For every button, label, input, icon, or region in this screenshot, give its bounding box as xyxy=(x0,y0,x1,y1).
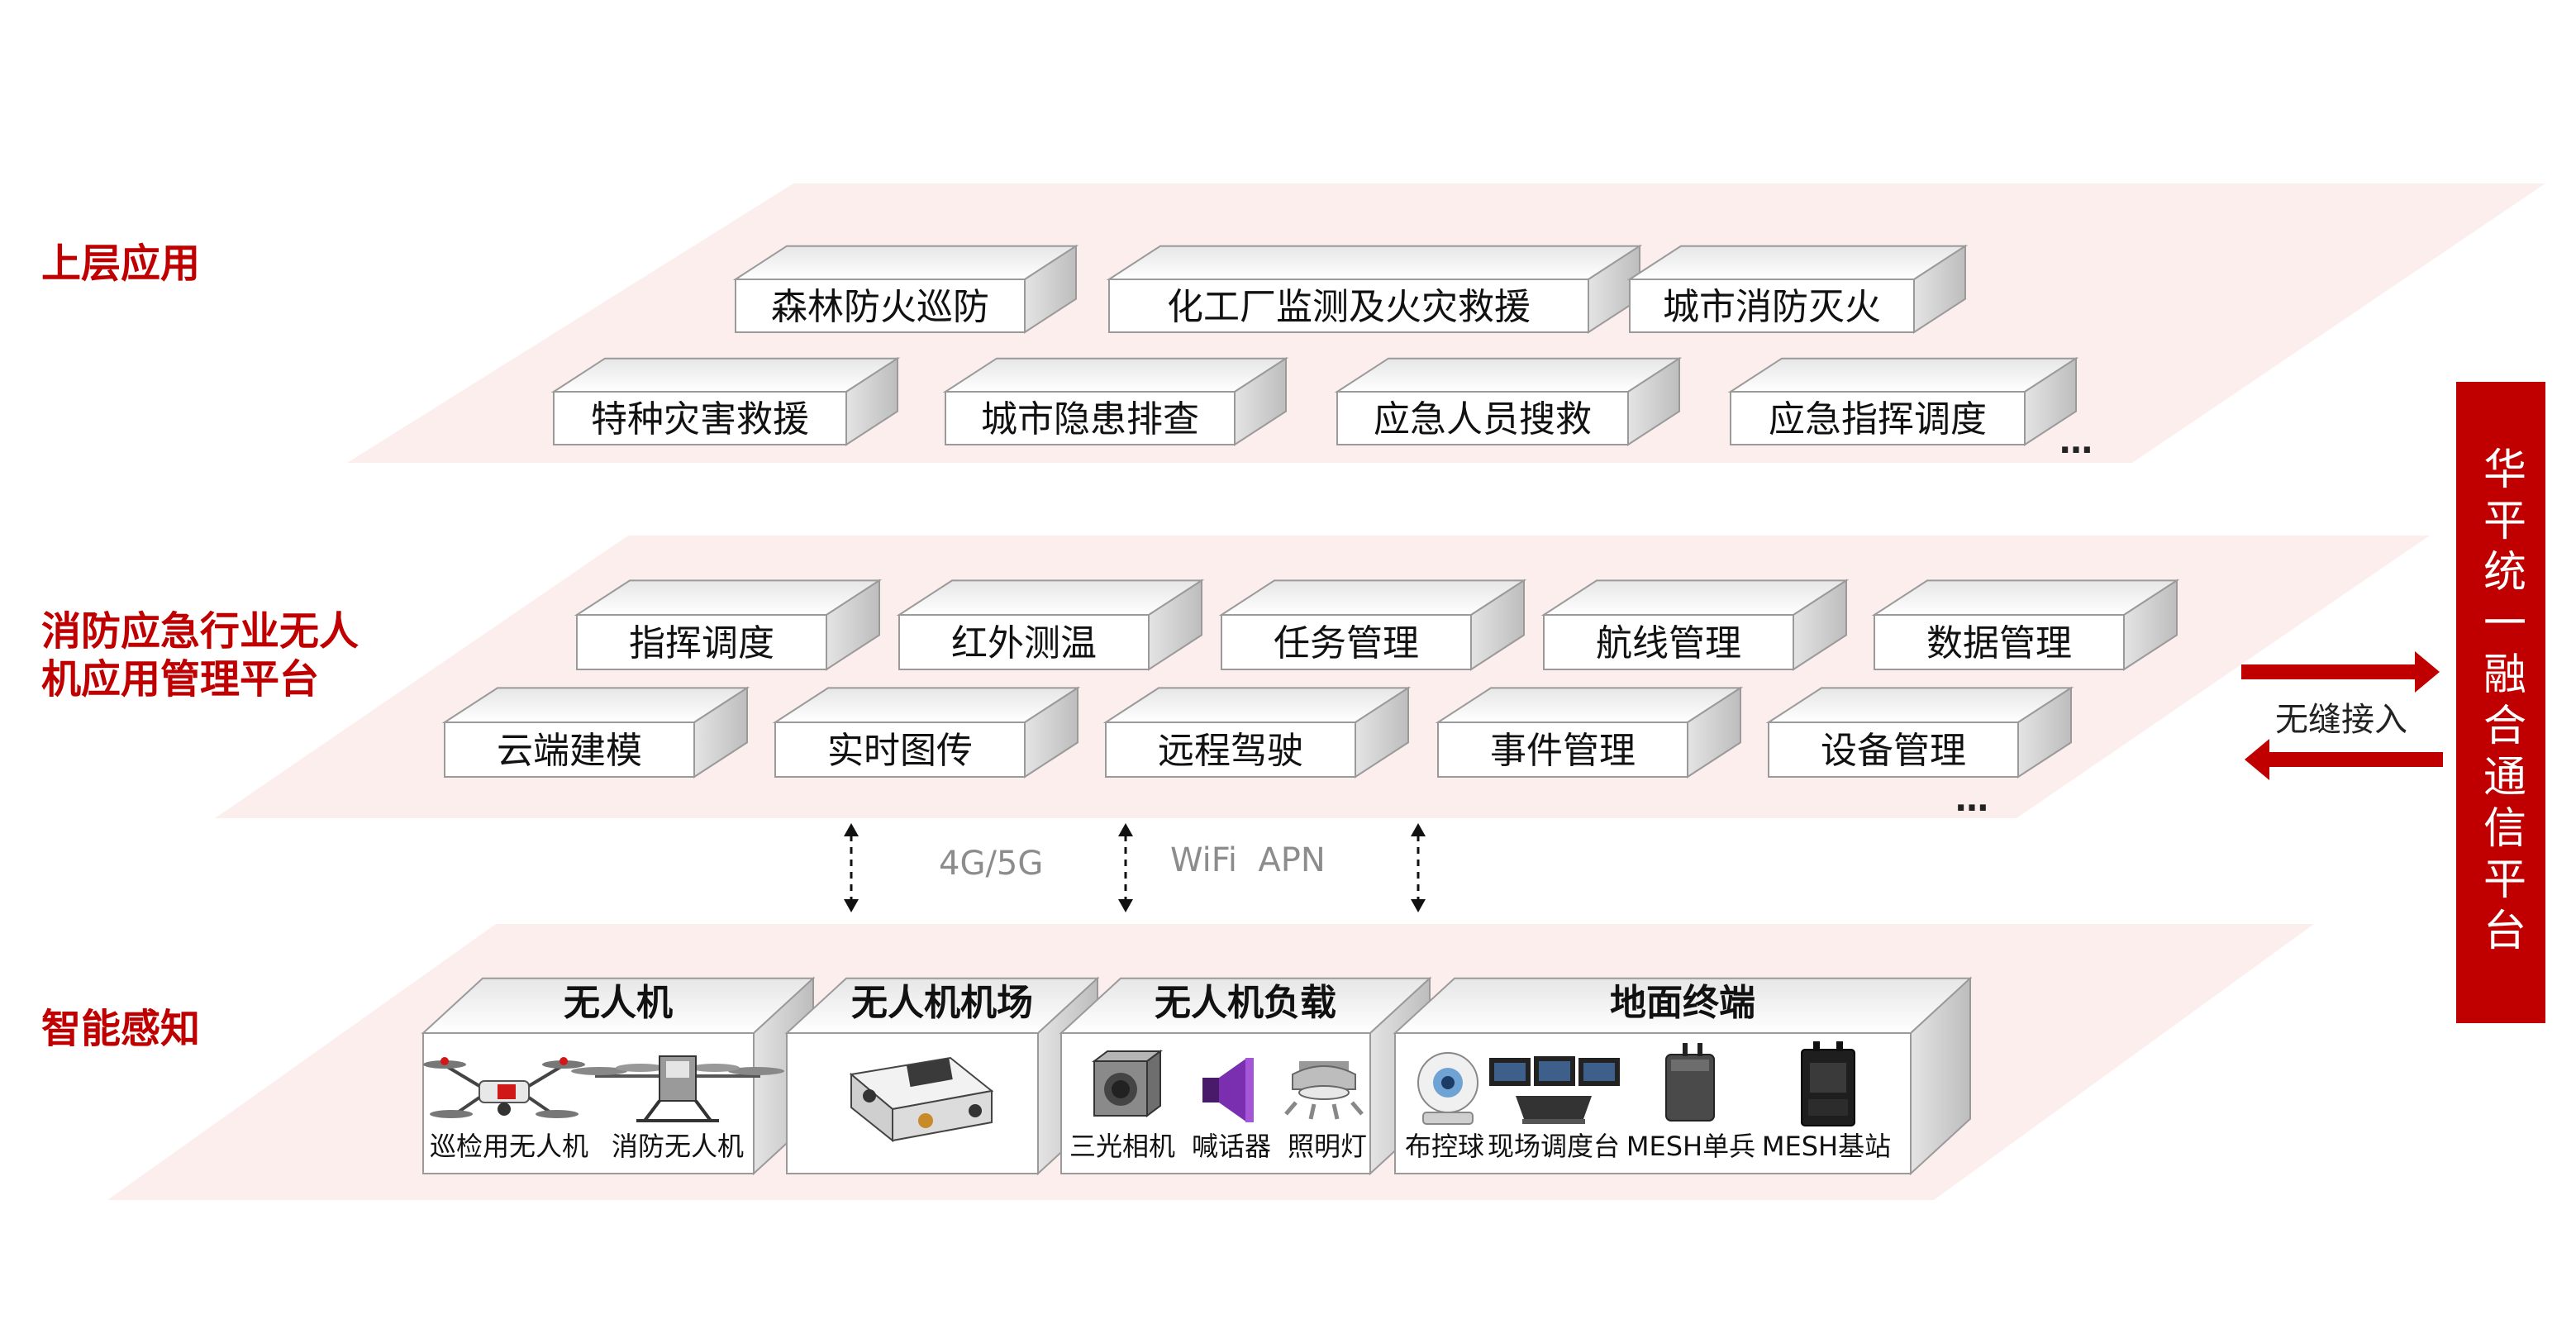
platform-box-r1-4: 航线管理 xyxy=(1540,579,1850,671)
unified-platform-banner: 华平统一融合通信平台 xyxy=(2456,382,2545,1023)
network-arrow-3 xyxy=(1411,823,1426,912)
platform-layer-label-line1: 消防应急行业无人 xyxy=(41,608,359,655)
top-app-box-r1-2-label: 化工厂监测及火灾救援 xyxy=(1167,286,1531,328)
sensing-item-1-2: 消防无人机 xyxy=(612,1131,744,1162)
unified-platform-banner-text: 华平统一融合通信平台 xyxy=(2475,446,2526,959)
top-app-box-r2-3-label: 应急人员搜救 xyxy=(1374,398,1592,441)
top-app-box-r1-1: 森林防火巡防 xyxy=(732,244,1079,334)
fire-drone-icon xyxy=(571,1055,784,1122)
platform-box-r2-5-label: 设备管理 xyxy=(1821,730,1966,772)
top-app-box-r2-4: 应急指挥调度 xyxy=(1727,356,2079,446)
platform-box-r1-1: 指挥调度 xyxy=(574,579,883,671)
seamless-access-label: 无缝接入 xyxy=(2275,701,2407,739)
drone-dock-icon xyxy=(849,1056,994,1143)
middle-more-ellipsis: … xyxy=(1955,781,1990,819)
network-arrow-1 xyxy=(844,823,859,912)
platform-box-r1-2-label: 红外测温 xyxy=(951,622,1097,664)
platform-box-r1-3-label: 任务管理 xyxy=(1274,622,1419,664)
top-app-box-r2-2: 城市隐患排查 xyxy=(942,356,1289,446)
top-app-box-r1-1-label: 森林防火巡防 xyxy=(771,286,989,328)
top-app-box-r2-3: 应急人员搜救 xyxy=(1334,356,1683,446)
network-label-4g5g: 4G/5G xyxy=(939,845,1044,883)
platform-box-r2-5: 设备管理 xyxy=(1765,686,2074,779)
mesh-base-station-icon xyxy=(1801,1041,1855,1126)
platform-box-r2-1: 云端建模 xyxy=(441,686,750,779)
sensing-group-title-1: 无人机 xyxy=(564,982,673,1024)
platform-box-r1-5-label: 数据管理 xyxy=(1926,622,2072,664)
sensing-item-3-1: 三光相机 xyxy=(1069,1131,1175,1162)
sensing-item-1-1: 巡检用无人机 xyxy=(430,1131,588,1162)
sensing-layer-label: 智能感知 xyxy=(41,1006,201,1052)
sensing-group-title-2: 无人机机场 xyxy=(851,982,1033,1024)
seamless-access-arrows xyxy=(2241,651,2443,780)
platform-layer-label: 消防应急行业无人 机应用管理平台 xyxy=(41,607,359,703)
platform-box-r2-4: 事件管理 xyxy=(1435,686,1744,779)
loudspeaker-icon xyxy=(1202,1058,1254,1122)
platform-box-r2-2-label: 实时图传 xyxy=(827,730,973,772)
platform-layer-label-line2: 机应用管理平台 xyxy=(41,656,320,702)
sensing-group-title-4: 地面终端 xyxy=(1610,982,1755,1024)
platform-box-r2-2: 实时图传 xyxy=(772,686,1081,779)
top-app-box-r2-1-label: 特种灾害救援 xyxy=(591,398,809,441)
platform-box-r1-4-label: 航线管理 xyxy=(1596,622,1741,664)
top-app-box-r1-3-label: 城市消防灭火 xyxy=(1663,286,1881,328)
deployment-ball-icon xyxy=(1417,1052,1478,1125)
mesh-soldier-icon xyxy=(1665,1043,1715,1122)
sensing-group-title-3: 无人机负载 xyxy=(1155,982,1336,1024)
platform-box-r1-3: 任务管理 xyxy=(1218,579,1527,671)
sensing-item-4-2: 现场调度台 xyxy=(1488,1131,1620,1162)
sensing-item-4-1: 布控球 xyxy=(1405,1131,1484,1162)
inspection-drone-icon xyxy=(423,1057,585,1118)
platform-box-r2-1-label: 云端建模 xyxy=(497,730,642,772)
platform-box-r1-1-label: 指挥调度 xyxy=(629,622,774,664)
top-app-box-r2-4-label: 应急指挥调度 xyxy=(1769,398,1987,441)
sensing-item-4-4: MESH基站 xyxy=(1762,1131,1891,1162)
lighting-lamp-icon xyxy=(1284,1061,1364,1120)
top-app-box-r2-1: 特种灾害救援 xyxy=(550,356,901,446)
top-app-box-r1-2: 化工厂监测及火灾救援 xyxy=(1106,244,1643,334)
platform-box-r2-3: 远程驾驶 xyxy=(1102,686,1412,779)
sensing-item-3-2: 喊话器 xyxy=(1192,1131,1271,1162)
platform-box-r1-2: 红外测温 xyxy=(896,579,1205,671)
sensing-item-4-3: MESH单兵 xyxy=(1626,1131,1755,1162)
top-app-box-r2-2-label: 城市隐患排查 xyxy=(981,398,1199,441)
top-more-ellipsis: … xyxy=(2059,423,2094,461)
platform-box-r2-3-label: 远程驾驶 xyxy=(1158,730,1303,772)
network-arrow-2 xyxy=(1118,823,1133,912)
network-label-wifi-apn: WiFi APN xyxy=(1170,841,1326,879)
top-layer-label: 上层应用 xyxy=(41,241,201,287)
dispatch-console-icon xyxy=(1489,1056,1620,1124)
platform-box-r2-4-label: 事件管理 xyxy=(1490,730,1636,772)
tri-light-camera-icon xyxy=(1092,1050,1163,1117)
platform-box-r1-5: 数据管理 xyxy=(1871,579,2180,671)
sensing-group-1: 无人机巡检用无人机消防无人机 xyxy=(421,976,816,1176)
sensing-item-3-3: 照明灯 xyxy=(1288,1131,1367,1162)
top-app-box-r1-3: 城市消防灭火 xyxy=(1626,244,1969,334)
